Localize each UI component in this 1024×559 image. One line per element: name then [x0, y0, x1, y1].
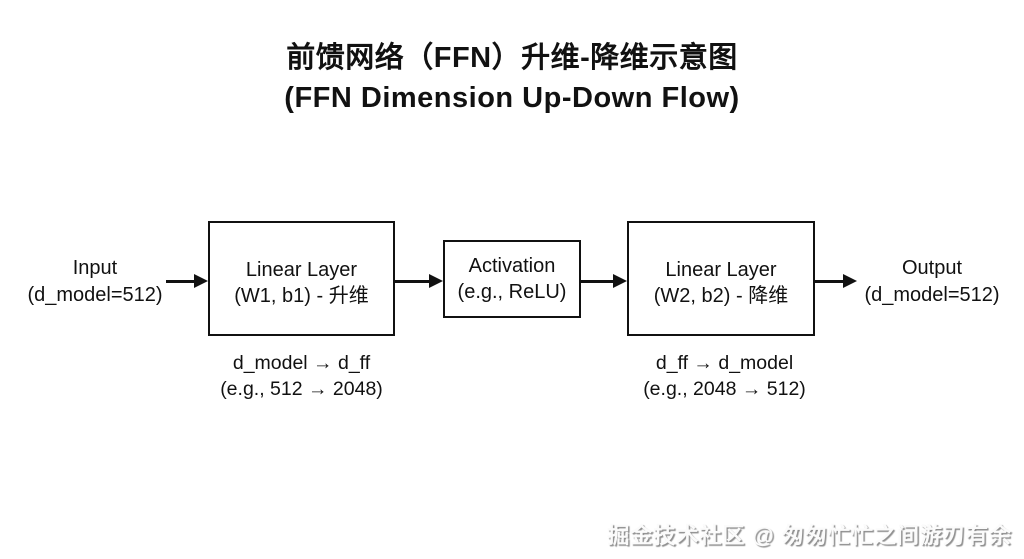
linear2-caption-line2: (e.g., 2048 → 512) — [643, 378, 806, 400]
watermark-text: 掘金技术社区 @ 匆匆忙忙之间游刃有余 — [607, 523, 1012, 548]
page-title: 前馈网络（FFN）升维-降维示意图 (FFN Dimension Up-Down… — [0, 38, 1024, 118]
output-label-line1: Output — [901, 257, 963, 279]
linear-layer-1-box: Linear Layer (W1, b1) - 升维 — [208, 221, 395, 336]
arrow-line — [395, 279, 429, 283]
linear-layer-2-line1: Linear Layer — [665, 258, 777, 281]
output-label: Output (d_model=512) — [852, 255, 1012, 309]
activation-line2: (e.g., ReLU) — [457, 281, 567, 303]
arrow-head — [843, 274, 857, 288]
title-line-english: (FFN Dimension Up-Down Flow) — [284, 82, 740, 114]
arrow-activation-to-linear2-icon — [581, 273, 627, 289]
linear-layer-1-line1: Linear Layer — [245, 258, 358, 281]
arrow-line — [581, 279, 613, 283]
input-label-line2: (d_model=512) — [27, 284, 163, 306]
output-label-line2: (d_model=512) — [864, 284, 1000, 306]
linear-layer-2-line2: (W2, b2) - 降维 — [653, 284, 789, 307]
activation-box: Activation (e.g., ReLU) — [443, 240, 581, 318]
arrow-head — [429, 274, 443, 288]
input-label-line1: Input — [72, 257, 118, 279]
arrow-line — [166, 279, 194, 283]
linear2-caption: d_ff → d_model (e.g., 2048 → 512) — [611, 350, 838, 402]
input-label: Input (d_model=512) — [15, 255, 175, 309]
arrow-head — [194, 274, 208, 288]
title-line-chinese: 前馈网络（FFN）升维-降维示意图 — [286, 42, 738, 74]
linear-layer-2-box: Linear Layer (W2, b2) - 降维 — [627, 221, 815, 336]
activation-line1: Activation — [468, 255, 556, 277]
linear1-caption-line2: (e.g., 512 → 2048) — [220, 378, 383, 400]
arrow-input-to-linear1-icon — [166, 273, 208, 289]
linear1-caption-line1: d_model → d_ff — [232, 352, 371, 374]
linear-layer-1-line2: (W1, b1) - 升维 — [234, 284, 369, 307]
arrow-linear2-to-output-icon — [815, 273, 857, 289]
linear1-caption: d_model → d_ff (e.g., 512 → 2048) — [188, 350, 415, 402]
linear2-caption-line1: d_ff → d_model — [655, 352, 794, 374]
arrow-line — [815, 279, 843, 283]
arrow-head — [613, 274, 627, 288]
arrow-linear1-to-activation-icon — [395, 273, 443, 289]
